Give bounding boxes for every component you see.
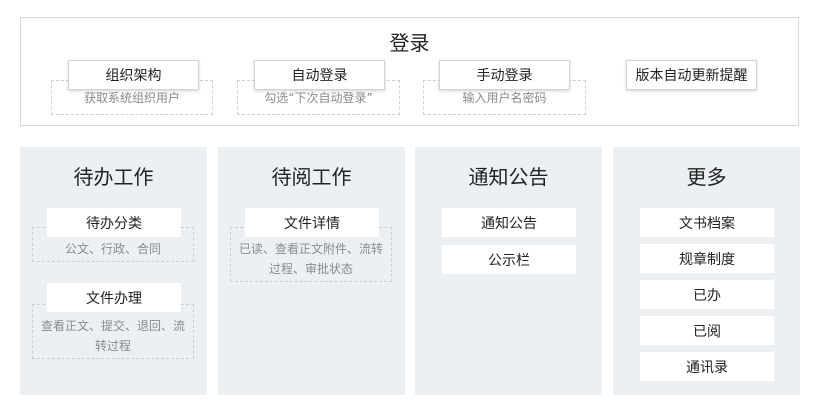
- module-item-desc: 已读、查看正文附件、流转过程、审批状态: [230, 227, 392, 282]
- module-todo: 待办工作: [20, 147, 207, 395]
- module-title: 更多: [686, 165, 727, 189]
- module-title: 待阅工作: [271, 165, 352, 189]
- module-item-regulations[interactable]: 规章制度: [640, 244, 774, 273]
- module-item-file-detail[interactable]: 文件详情: [245, 208, 379, 237]
- module-item-contacts[interactable]: 通讯录: [640, 352, 774, 381]
- login-item-version-update[interactable]: 版本自动更新提醒: [626, 60, 757, 90]
- login-item-auto-login[interactable]: 自动登录: [254, 60, 385, 90]
- module-title: 待办工作: [73, 165, 154, 189]
- login-item-manual-login[interactable]: 手动登录: [439, 60, 570, 90]
- login-title: 登录: [389, 31, 430, 55]
- module-item-file-handling[interactable]: 文件办理: [47, 283, 181, 312]
- module-item-archives[interactable]: 文书档案: [640, 208, 774, 237]
- module-item-notice[interactable]: 通知公告: [442, 208, 576, 237]
- module-item-bulletin-board[interactable]: 公示栏: [442, 245, 576, 274]
- module-item-desc: 查看正文、提交、退回、流转过程: [32, 304, 194, 359]
- login-item-org[interactable]: 组织架构: [68, 60, 199, 90]
- module-item-read[interactable]: 已阅: [640, 316, 774, 345]
- module-toread: 待阅工作: [218, 147, 405, 395]
- module-item-done[interactable]: 已办: [640, 280, 774, 309]
- module-item-todo-category[interactable]: 待办分类: [47, 208, 181, 237]
- module-title: 通知公告: [468, 165, 549, 189]
